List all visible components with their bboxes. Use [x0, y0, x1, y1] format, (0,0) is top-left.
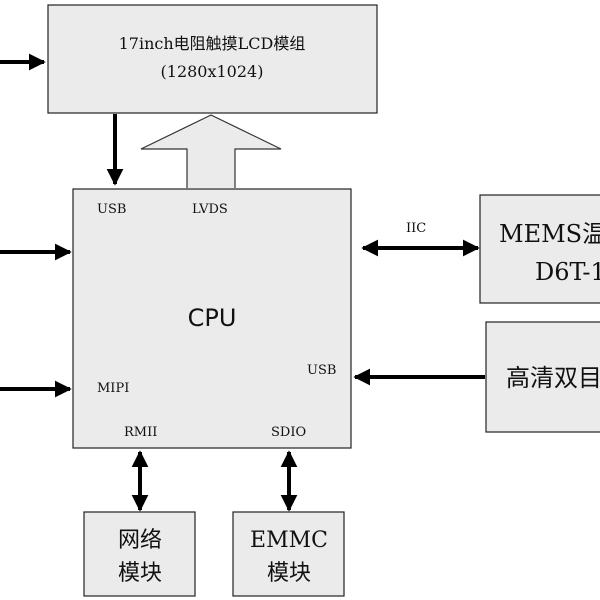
port-usb-right: USB	[307, 363, 336, 378]
mems-model: D6T-1	[535, 258, 600, 286]
lcd-module-block: 17inch电阻触摸LCD模组 (1280x1024)	[47, 4, 378, 114]
network-line1: 网络	[118, 528, 162, 553]
lcd-title: 17inch电阻触摸LCD模组	[119, 34, 306, 53]
lcd-resolution: (1280x1024)	[161, 62, 264, 81]
port-usb-top: USB	[97, 202, 126, 217]
cpu-label: CPU	[188, 304, 237, 332]
emmc-line1: EMMC	[250, 528, 328, 553]
emmc-module-block: EMMC 模块	[232, 511, 345, 597]
network-line2: 模块	[118, 561, 162, 586]
camera-block: 高清双目	[485, 321, 600, 433]
port-rmii: RMII	[124, 425, 157, 440]
mems-sensor-block: MEMS温度 D6T-1	[479, 194, 600, 304]
iic-label: IIC	[406, 221, 426, 236]
port-mipi: MIPI	[97, 381, 129, 396]
lvds-hollow-arrow	[140, 114, 282, 188]
port-sdio: SDIO	[271, 425, 306, 440]
emmc-line2: 模块	[267, 561, 311, 586]
cpu-block: USB LVDS CPU USB MIPI RMII SDIO	[72, 188, 352, 449]
camera-label: 高清双目	[506, 364, 600, 392]
network-module-block: 网络 模块	[83, 511, 196, 597]
mems-title: MEMS温度	[499, 220, 600, 248]
port-lvds: LVDS	[192, 202, 228, 217]
